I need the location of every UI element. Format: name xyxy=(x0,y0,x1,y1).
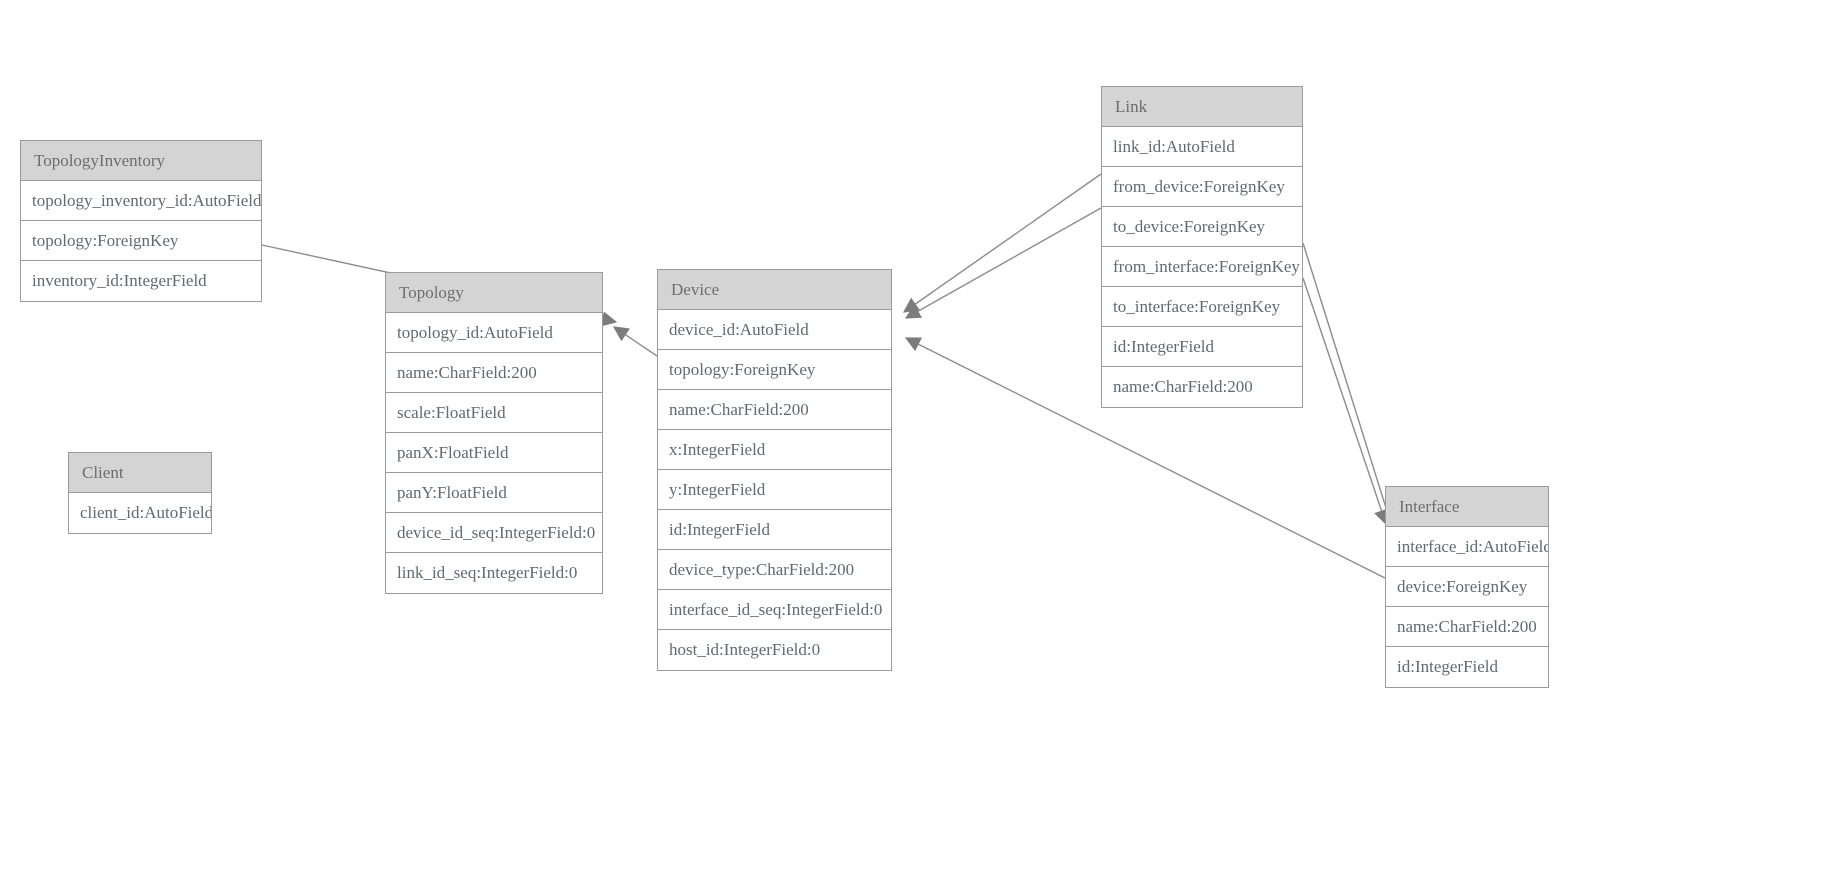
field-device-x: x:IntegerField xyxy=(658,430,891,470)
field-interface-device: device:ForeignKey xyxy=(1386,567,1548,607)
entity-title-device: Device xyxy=(658,270,891,310)
field-topology-inventory-id: topology_inventory_id:AutoField xyxy=(21,181,261,221)
field-link-from-device: from_device:ForeignKey xyxy=(1102,167,1302,207)
field-topology-inventory-topology: topology:ForeignKey xyxy=(21,221,261,261)
entity-client[interactable]: Client client_id:AutoField xyxy=(68,452,212,534)
field-link-from-interface: from_interface:ForeignKey xyxy=(1102,247,1302,287)
field-link-id: id:IntegerField xyxy=(1102,327,1302,367)
edge-link-to-interface xyxy=(1302,277,1389,526)
field-client-client-id: client_id:AutoField xyxy=(69,493,211,533)
field-topology-pany: panY:FloatField xyxy=(386,473,602,513)
field-device-device-id: device_id:AutoField xyxy=(658,310,891,350)
field-device-topology: topology:ForeignKey xyxy=(658,350,891,390)
entity-link[interactable]: Link link_id:AutoField from_device:Forei… xyxy=(1101,86,1303,408)
field-topology-device-id-seq: device_id_seq:IntegerField:0 xyxy=(386,513,602,553)
edge-link-from-device xyxy=(902,173,1102,313)
field-device-name: name:CharField:200 xyxy=(658,390,891,430)
entity-title-interface: Interface xyxy=(1386,487,1548,527)
field-link-name: name:CharField:200 xyxy=(1102,367,1302,407)
field-device-y: y:IntegerField xyxy=(658,470,891,510)
field-topology-name: name:CharField:200 xyxy=(386,353,602,393)
field-device-id: id:IntegerField xyxy=(658,510,891,550)
entity-title-link: Link xyxy=(1102,87,1302,127)
field-device-device-type: device_type:CharField:200 xyxy=(658,550,891,590)
edge-link-from-interface xyxy=(1302,242,1396,529)
entity-title-client: Client xyxy=(69,453,211,493)
edge-device-topology xyxy=(612,326,658,357)
field-device-host-id: host_id:IntegerField:0 xyxy=(658,630,891,670)
field-topology-scale: scale:FloatField xyxy=(386,393,602,433)
entity-device[interactable]: Device device_id:AutoField topology:Fore… xyxy=(657,269,892,671)
field-interface-interface-id: interface_id:AutoField xyxy=(1386,527,1548,567)
field-topology-panx: panX:FloatField xyxy=(386,433,602,473)
field-topology-link-id-seq: link_id_seq:IntegerField:0 xyxy=(386,553,602,593)
field-topology-topology-id: topology_id:AutoField xyxy=(386,313,602,353)
field-link-to-interface: to_interface:ForeignKey xyxy=(1102,287,1302,327)
field-topology-inventory-inventory-id: inventory_id:IntegerField xyxy=(21,261,261,301)
entity-title-topology: Topology xyxy=(386,273,602,313)
field-device-interface-id-seq: interface_id_seq:IntegerField:0 xyxy=(658,590,891,630)
entity-title-topology-inventory: TopologyInventory xyxy=(21,141,261,181)
entity-topology-inventory[interactable]: TopologyInventory topology_inventory_id:… xyxy=(20,140,262,302)
field-link-link-id: link_id:AutoField xyxy=(1102,127,1302,167)
entity-topology[interactable]: Topology topology_id:AutoField name:Char… xyxy=(385,272,603,594)
field-interface-name: name:CharField:200 xyxy=(1386,607,1548,647)
field-interface-id: id:IntegerField xyxy=(1386,647,1548,687)
entity-interface[interactable]: Interface interface_id:AutoField device:… xyxy=(1385,486,1549,688)
field-link-to-device: to_device:ForeignKey xyxy=(1102,207,1302,247)
edge-link-to-device xyxy=(904,207,1102,319)
